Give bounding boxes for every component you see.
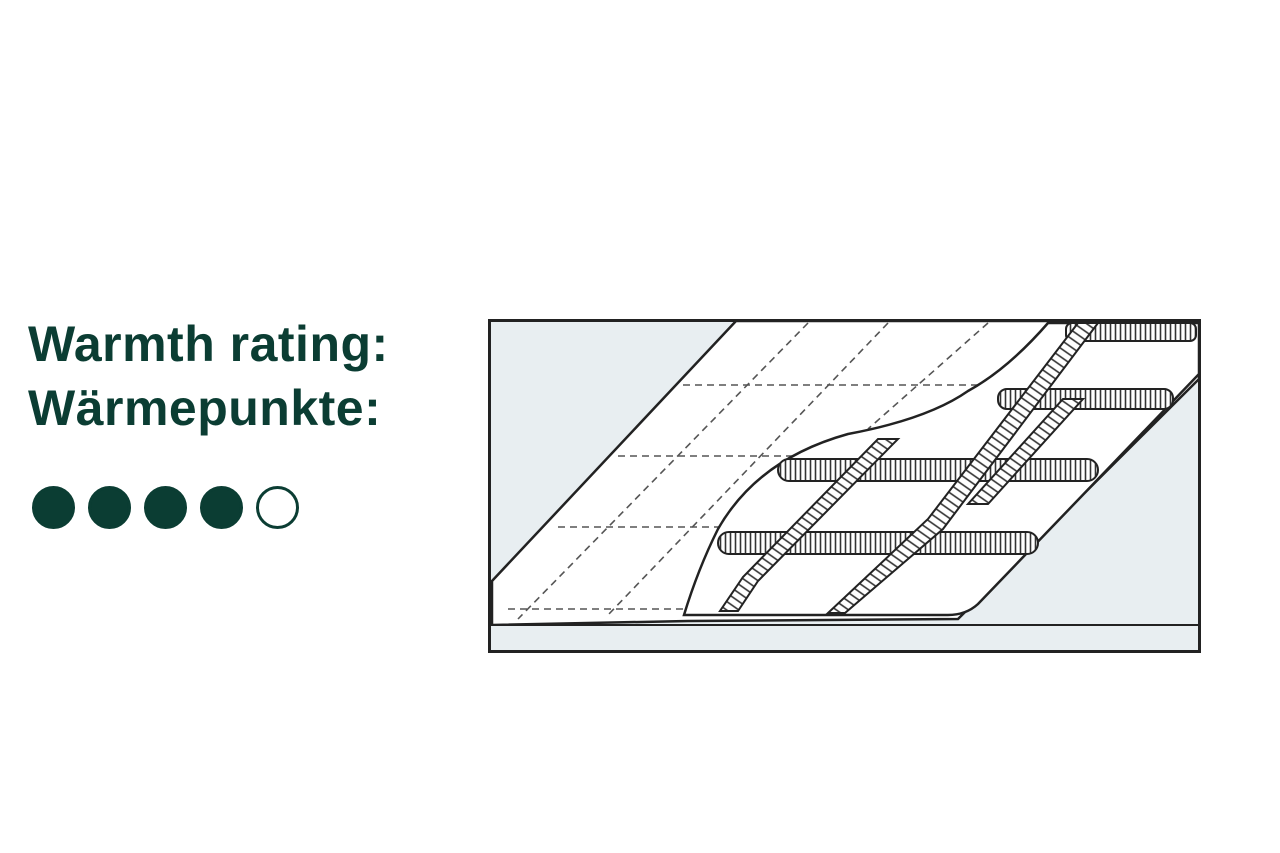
warmth-rating-title-de: Wärmepunkte: (28, 380, 382, 436)
diagonal-baffles (718, 322, 1101, 614)
rating-dot-filled (144, 486, 187, 529)
rating-dot-empty (256, 486, 299, 529)
rating-dot-filled (32, 486, 75, 529)
lining-layer (489, 624, 1200, 652)
rating-dot-filled (200, 486, 243, 529)
warmth-rating-title-en: Warmth rating: (28, 316, 389, 372)
rating-dot-filled (88, 486, 131, 529)
warmth-rating-dots (32, 486, 299, 529)
warmth-rating-heading: Warmth rating: Wärmepunkte: (28, 312, 468, 440)
illustration-frame (488, 319, 1201, 653)
fabric-construction-illustration (488, 319, 1201, 653)
